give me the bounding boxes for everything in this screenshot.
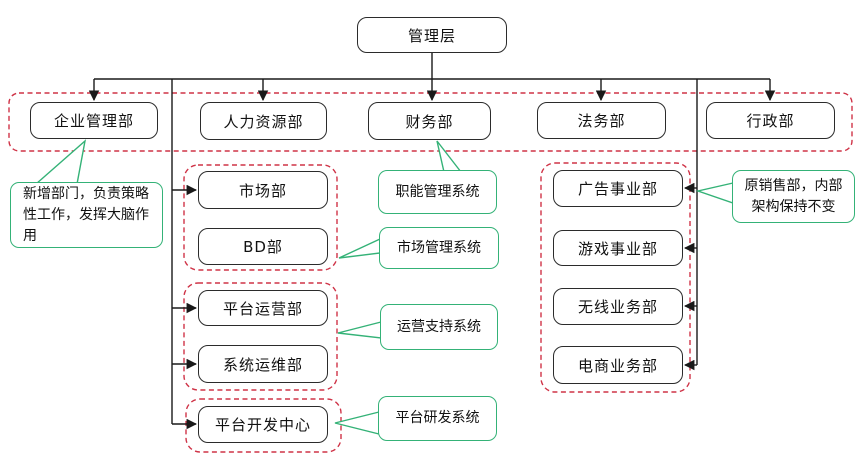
callout-tail-market — [338, 237, 381, 259]
callout-tail-original-sales — [695, 182, 734, 204]
callout-tails — [34, 139, 734, 435]
callout-tail-ops — [337, 321, 382, 339]
node-legal: 法务部 — [537, 102, 666, 139]
node-game-business: 游戏事业部 — [553, 230, 683, 266]
node-wireless-business: 无线业务部 — [553, 288, 683, 325]
node-management: 管理层 — [357, 17, 507, 53]
callout-tail-new-dept — [34, 139, 87, 185]
group-platform-dev — [185, 398, 342, 453]
callout-functional-system: 职能管理系统 — [378, 170, 497, 214]
node-marketing: 市场部 — [198, 171, 328, 209]
node-bd: BD部 — [198, 228, 328, 265]
node-platform-operations: 平台运营部 — [198, 290, 328, 326]
node-human-resources: 人力资源部 — [200, 102, 327, 140]
callout-platform-rd-system: 平台研发系统 — [378, 396, 497, 441]
node-system-maintenance: 系统运维部 — [198, 345, 328, 383]
node-administration: 行政部 — [706, 102, 835, 139]
callout-original-sales-note: 原销售部，内部架构保持不变 — [732, 170, 855, 223]
node-finance: 财务部 — [368, 102, 491, 140]
node-platform-dev-center: 平台开发中心 — [198, 406, 328, 443]
group-operations — [183, 282, 338, 391]
callout-ops-system: 运营支持系统 — [380, 304, 498, 350]
node-ad-business: 广告事业部 — [553, 170, 683, 207]
callout-new-dept-note: 新增部门，负责策略性工作，发挥大脑作用 — [10, 182, 163, 248]
group-marketing — [183, 164, 338, 271]
node-enterprise-management: 企业管理部 — [30, 102, 158, 139]
callout-market-system: 市场管理系统 — [379, 227, 499, 269]
org-connectors — [88, 53, 776, 430]
callout-tail-functional — [436, 140, 463, 173]
group-business-units — [540, 162, 691, 393]
callout-tail-platform-rd — [334, 411, 380, 435]
node-ecommerce-business: 电商业务部 — [553, 346, 683, 384]
